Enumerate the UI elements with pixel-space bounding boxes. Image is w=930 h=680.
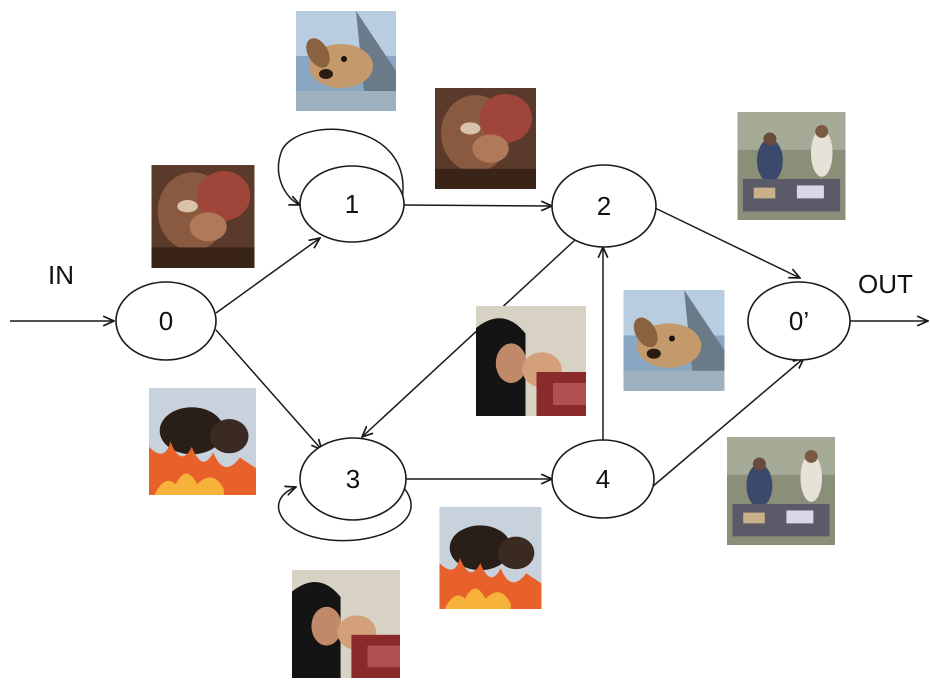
face-near-fire-photo-thumbnail [439, 507, 542, 609]
node-0-prime: 0’ [747, 281, 851, 361]
edge-2-to-3 [362, 239, 576, 437]
face-near-fire-photo-thumbnail [149, 388, 256, 495]
dog-photo-thumbnail [296, 11, 396, 111]
market-scene-photo-thumbnail [727, 437, 835, 545]
edge-0-to-1 [215, 238, 320, 314]
node-1-label: 1 [345, 189, 359, 219]
node-0-label: 0 [159, 306, 173, 336]
node-4-shape [551, 439, 655, 519]
woman-and-child-photo-thumbnail [476, 306, 586, 416]
in-label: IN [48, 260, 74, 290]
edge-3-self-loop [277, 487, 412, 542]
dog-photo-thumbnail [623, 290, 725, 391]
node-0-prime-shape [747, 281, 851, 361]
node-0-shape [115, 281, 217, 361]
node-0: 0 [115, 281, 217, 361]
node-1: 1 [299, 165, 405, 243]
man-and-child-photo-thumbnail [435, 88, 536, 189]
market-scene-photo-thumbnail [737, 112, 846, 220]
out-label: OUT [858, 269, 913, 299]
node-2: 2 [551, 164, 657, 248]
node-1-shape [299, 165, 405, 243]
woman-and-child-photo-thumbnail [292, 570, 400, 678]
node-4: 4 [551, 439, 655, 519]
edge-4-to-0prime [651, 358, 804, 488]
thumbnails [149, 11, 846, 678]
node-2-label: 2 [597, 191, 611, 221]
node-4-label: 4 [596, 464, 610, 494]
node-3-label: 3 [346, 464, 360, 494]
man-and-child-photo-thumbnail [151, 165, 255, 268]
edge-2-to-0prime [654, 207, 800, 278]
edge-1-self-loop [277, 128, 404, 205]
edges [10, 128, 928, 542]
edge-1-to-2 [403, 205, 552, 206]
node-3: 3 [299, 437, 407, 521]
edge-0-to-3 [215, 329, 322, 450]
node-0-prime-label: 0’ [789, 306, 809, 336]
node-3-shape [299, 437, 407, 521]
node-2-shape [551, 164, 657, 248]
